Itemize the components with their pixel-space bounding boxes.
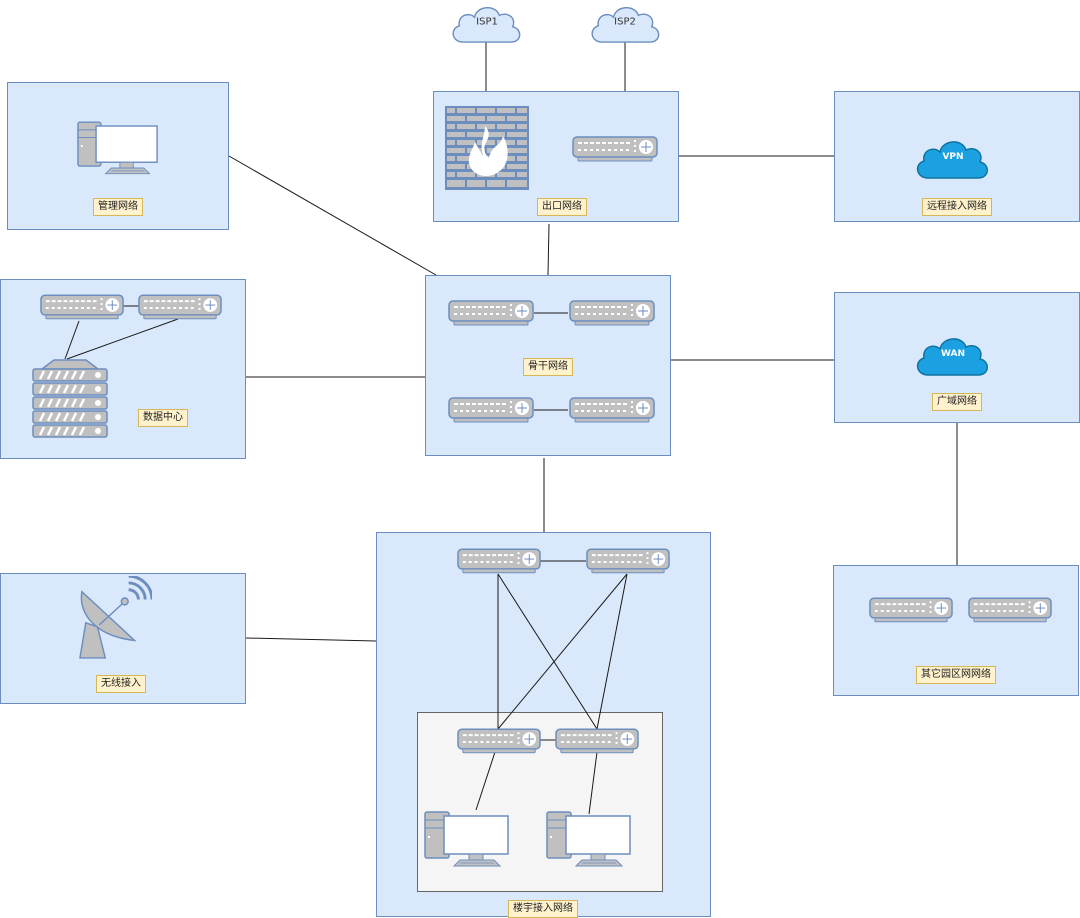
isp1-label: ISP1 xyxy=(476,16,498,28)
building-core-switch-2-icon[interactable] xyxy=(586,548,670,574)
zone-label-remote-access: 远程接入网络 xyxy=(922,198,992,216)
workstation-1-icon[interactable] xyxy=(424,808,510,868)
dc-switch-2-icon[interactable] xyxy=(138,294,222,320)
backbone-switch-2-icon[interactable] xyxy=(568,300,656,326)
zone-label-egress: 出口网络 xyxy=(537,198,587,216)
vpn-cloud-label: VPN xyxy=(942,152,964,162)
zone-label-management: 管理网络 xyxy=(93,198,143,216)
zone-label-wan: 广域网络 xyxy=(932,393,982,411)
workstation-icon[interactable] xyxy=(77,118,159,176)
floor-switch-2-icon[interactable] xyxy=(555,728,639,754)
zone-label-wireless: 无线接入 xyxy=(96,675,146,693)
backbone-switch-4-icon[interactable] xyxy=(568,397,656,423)
workstation-2-icon[interactable] xyxy=(546,808,632,868)
building-core-switch-1-icon[interactable] xyxy=(457,548,541,574)
satellite-dish-icon[interactable] xyxy=(78,576,152,660)
link-management-backbone xyxy=(228,155,437,276)
link-egress-backbone xyxy=(547,223,550,276)
isp2-label: ISP2 xyxy=(614,16,636,28)
zone-label-building-access: 楼宇接入网络 xyxy=(508,900,578,918)
link-wireless-building xyxy=(245,637,377,642)
zone-other-campus[interactable] xyxy=(833,565,1079,696)
egress-switch-icon[interactable] xyxy=(572,136,658,162)
backbone-switch-3-icon[interactable] xyxy=(447,397,535,423)
other-switch-1-icon[interactable] xyxy=(869,597,953,623)
wan-cloud-label: WAN xyxy=(940,349,966,359)
dc-switch-1-icon[interactable] xyxy=(40,294,124,320)
backbone-switch-1-icon[interactable] xyxy=(447,300,535,326)
firewall-icon[interactable] xyxy=(445,106,529,190)
zone-label-data-center: 数据中心 xyxy=(138,409,188,427)
server-rack-icon[interactable] xyxy=(32,359,108,443)
other-switch-2-icon[interactable] xyxy=(968,597,1052,623)
floor-switch-1-icon[interactable] xyxy=(457,728,541,754)
zone-label-backbone: 骨干网络 xyxy=(523,358,573,376)
zone-label-other-campus: 其它园区网网络 xyxy=(916,666,996,684)
